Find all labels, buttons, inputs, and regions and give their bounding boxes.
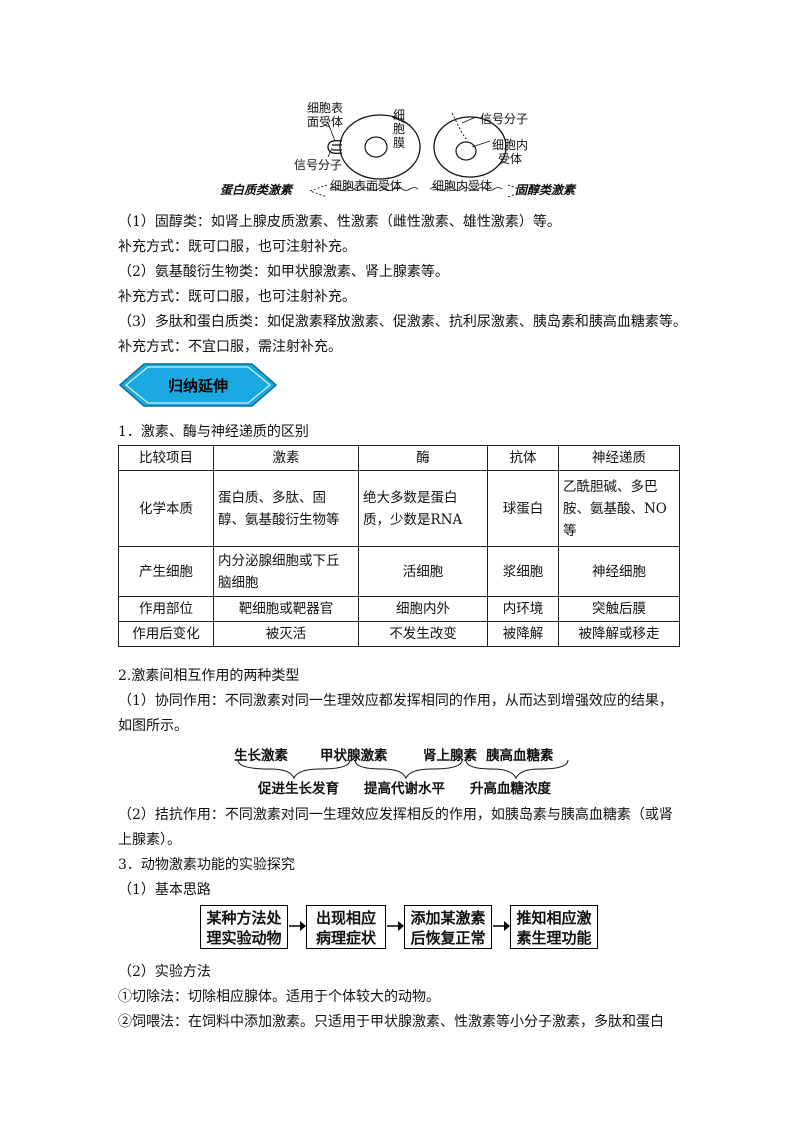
flow-step-2: 出现相应 病理症状 <box>306 905 386 949</box>
section3-sub2: （2）实验方法 <box>118 964 211 980</box>
label-inner-receptor-2: 受体 <box>498 152 523 166</box>
flow-line: 添加某激素 <box>410 909 486 927</box>
synergy-line-2: 如图所示。 <box>118 718 188 734</box>
cell-line: 绝大多数是蛋白 <box>363 489 458 506</box>
syn-effect-metabolism: 提高代谢水平 <box>364 781 445 797</box>
para-amino-acid: （2）氨基酸衍生物类：如甲状腺激素、肾上腺素等。 <box>118 264 449 280</box>
synergy-braces <box>237 759 569 780</box>
cell-line: 醇、氨基酸衍生物等 <box>218 511 340 528</box>
flow-line: 出现相应 <box>315 909 376 927</box>
cell-hormone: 蛋白质、多肽、固 醇、氨基酸衍生物等 <box>213 470 359 547</box>
label-intracellular-receptor: 细胞内受体 <box>432 179 493 193</box>
cell-line: 蛋白质、多肽、固 <box>218 489 326 506</box>
cell-antibody: 内环境 <box>487 596 559 622</box>
label-protein-hormone: 蛋白质类激素 <box>220 183 293 197</box>
label-steroid-hormone: 固醇类激素 <box>515 183 576 197</box>
section2-title: 2.激素间相互作用的两种类型 <box>118 668 300 684</box>
cell-antibody: 被降解 <box>487 621 559 647</box>
section3-title: 3．动物激素功能的实验探究 <box>118 857 295 873</box>
cell-enzyme: 绝大多数是蛋白 质，少数是RNA <box>358 470 488 547</box>
flow-line: 理实验动物 <box>206 929 282 947</box>
cell-neurotransmitter: 突触后膜 <box>558 596 680 622</box>
flow-line: 某种方法处 <box>206 909 282 927</box>
section1-title: 1．激素、酶与神经递质的区别 <box>118 424 309 440</box>
cell-line: 内分泌腺细胞或下丘 <box>218 552 340 569</box>
th-hormone: 激素 <box>213 445 359 471</box>
syn-growth-hormone: 生长激素 <box>234 748 288 764</box>
cell-line: 脑细胞 <box>218 574 259 591</box>
cell-neurotransmitter: 乙酰胆碱、多巴 胺、氨基酸、NO 等 <box>558 470 680 547</box>
flow-step-1: 某种方法处 理实验动物 <box>200 905 288 949</box>
para-supplement-2: 补充方式：既可口服，也可注射补充。 <box>118 289 356 305</box>
cell-enzyme: 细胞内外 <box>358 596 488 622</box>
table-row: 作用部位 靶细胞或靶器官 细胞内外 内环境 突触后膜 <box>118 596 680 622</box>
flow-step-3: 添加某激素 后恢复正常 <box>404 905 492 949</box>
method-feeding: ②饲喂法：在饲料中添加激素。只适用于甲状腺激素、性激素等小分子激素，多肽和蛋白 <box>118 1014 664 1030</box>
para-supplement-1: 补充方式：既可口服，也可注射补充。 <box>118 239 356 255</box>
th-neurotransmitter: 神经递质 <box>558 445 680 471</box>
flow-line: 病理症状 <box>315 929 376 947</box>
label-signal-right: 信号分子 <box>480 112 529 126</box>
label-signal-left: 信号分子 <box>294 158 343 172</box>
label-membrane-1: 细 <box>393 108 406 122</box>
cell-diagram-drawing <box>308 112 526 198</box>
table-row: 产生细胞 内分泌腺细胞或下丘 脑细胞 活细胞 浆细胞 神经细胞 <box>118 546 680 597</box>
cell-neurotransmitter: 神经细胞 <box>558 546 680 597</box>
flow-step-4: 推知相应激 素生理功能 <box>510 905 598 949</box>
syn-thyroid-hormone: 甲状腺激素 <box>320 748 388 764</box>
syn-effect-blood-sugar: 升高血糖浓度 <box>470 781 551 797</box>
summary-badge: 归纳延伸 <box>118 362 278 408</box>
label-cell-surface-receptor-1: 细胞表 <box>307 101 344 115</box>
label-membrane-3: 膜 <box>393 136 406 150</box>
cell-neurotransmitter: 被降解或移走 <box>558 621 680 647</box>
cell-item: 作用后变化 <box>118 621 214 647</box>
cell-item: 化学本质 <box>118 470 214 547</box>
cell-line: 乙酰胆碱、多巴 <box>563 478 658 495</box>
cell-enzyme: 不发生改变 <box>358 621 488 647</box>
para-peptide: （3）多肽和蛋白质类：如促激素释放激素、促激素、抗利尿激素、胰岛素和胰高血糖素等… <box>118 314 687 330</box>
flow-arrows <box>289 921 510 931</box>
synergy-line-1: （1）协同作用：不同激素对同一生理效应都发挥相同的作用，从而达到增强效应的结果， <box>118 693 673 709</box>
antagonism-line-1: （2）拮抗作用：不同激素对同一生理效应发挥相反的作用，如胰岛素与胰高血糖素（或肾 <box>118 807 673 823</box>
cell-item: 产生细胞 <box>118 546 214 597</box>
label-inner-receptor-1: 细胞内 <box>492 138 529 152</box>
cell-line: 等 <box>563 522 577 539</box>
label-cell-surface-receptor-2: 面受体 <box>307 115 344 129</box>
para-steroid: （1）固醇类：如肾上腺皮质激素、性激素（雌性激素、雄性激素）等。 <box>118 214 561 230</box>
badge-label: 归纳延伸 <box>167 377 228 395</box>
table-row: 化学本质 蛋白质、多肽、固 醇、氨基酸衍生物等 绝大多数是蛋白 质，少数是RNA… <box>118 470 680 547</box>
th-antibody: 抗体 <box>487 445 559 471</box>
cell-hormone: 被灭活 <box>213 621 359 647</box>
comparison-table: 比较项目 激素 酶 抗体 神经递质 化学本质 蛋白质、多肽、固 醇、氨基酸衍生物… <box>118 445 680 647</box>
table-row: 作用后变化 被灭活 不发生改变 被降解 被降解或移走 <box>118 621 680 647</box>
cell-hormone: 靶细胞或靶器官 <box>213 596 359 622</box>
label-surface-receptor: 细胞表面受体 <box>330 179 403 193</box>
para-supplement-3: 补充方式：不宜口服，需注射补充。 <box>118 339 342 355</box>
th-enzyme: 酶 <box>358 445 488 471</box>
cell-item: 作用部位 <box>118 596 214 622</box>
table-header-row: 比较项目 激素 酶 抗体 神经递质 <box>118 445 680 471</box>
cell-enzyme: 活细胞 <box>358 546 488 597</box>
antagonism-line-2: 上腺素）。 <box>118 832 181 848</box>
method-excision: ①切除法：切除相应腺体。适用于个体较大的动物。 <box>118 989 440 1005</box>
label-membrane-2: 胞 <box>393 122 406 136</box>
cell-line: 胺、氨基酸、NO <box>563 500 667 517</box>
syn-glucagon: 胰高血糖素 <box>486 748 554 764</box>
cell-antibody: 浆细胞 <box>487 546 559 597</box>
cell-line: 质，少数是RNA <box>363 511 463 528</box>
section3-sub1: （1）基本思路 <box>118 882 211 898</box>
cell-antibody: 球蛋白 <box>487 470 559 547</box>
syn-effect-growth: 促进生长发育 <box>258 781 339 797</box>
flow-line: 素生理功能 <box>516 929 592 947</box>
th-item: 比较项目 <box>118 445 214 471</box>
flow-line: 推知相应激 <box>516 909 592 927</box>
syn-adrenaline: 肾上腺素 <box>423 748 477 764</box>
flow-line: 后恢复正常 <box>410 929 486 947</box>
cell-hormone: 内分泌腺细胞或下丘 脑细胞 <box>213 546 359 597</box>
